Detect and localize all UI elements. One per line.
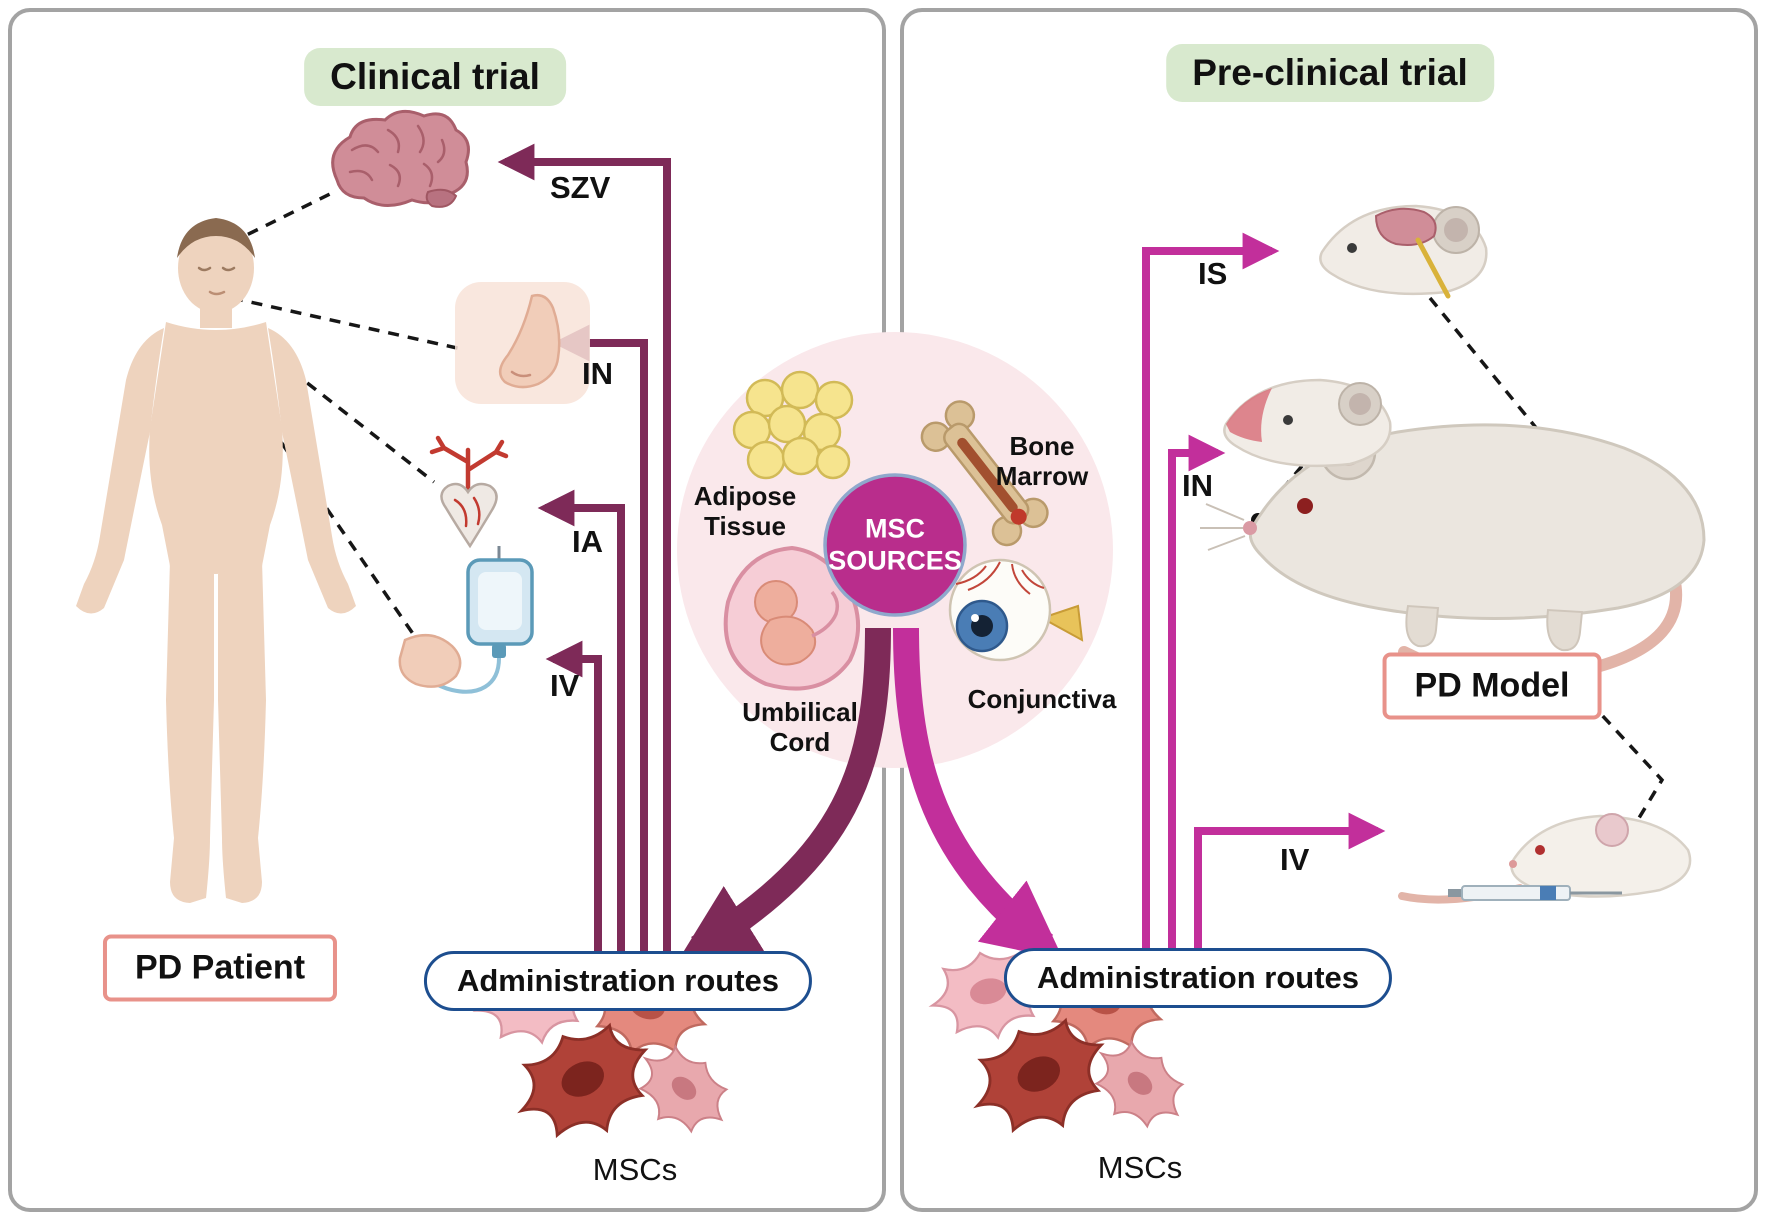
- bone-marrow-icon: [920, 400, 1049, 547]
- iv-route-arrow-preclinical: [1194, 812, 1386, 952]
- preclinical-trial-title: Pre-clinical trial: [1166, 44, 1494, 102]
- is-route-arrow: [1142, 232, 1280, 952]
- route-label-iv-clinical: IV: [550, 668, 580, 703]
- pd-patient-figure: [76, 218, 356, 903]
- route-label-is: IS: [1198, 256, 1228, 291]
- mscs-label-clinical: MSCs: [592, 1152, 678, 1187]
- source-label-umbilical-cord: Umbilical Cord: [742, 697, 858, 757]
- brain-icon: [331, 109, 470, 208]
- msc-sources-label: MSC SOURCES: [828, 513, 962, 576]
- admin-routes-preclinical: Administration routes: [1003, 948, 1393, 1008]
- iv-route-arrow-clinical: [545, 640, 602, 952]
- clinical-trial-title: Clinical trial: [304, 48, 566, 106]
- source-label-adipose-tissue: Adipose Tissue: [693, 481, 797, 541]
- iv-mouse: [1398, 813, 1692, 904]
- route-label-in-clinical: IN: [582, 356, 613, 391]
- route-label-iv-preclinical: IV: [1280, 842, 1310, 877]
- mscs-label-preclinical: MSCs: [1097, 1150, 1183, 1185]
- conjunctiva-icon: [948, 558, 1084, 662]
- nose-icon: [455, 282, 590, 404]
- adipose-tissue-icon: [732, 370, 854, 480]
- heart-vasculature-icon: [429, 435, 509, 549]
- in-mouse-head: [1223, 378, 1392, 468]
- source-label-bone-marrow: Bone Marrow: [995, 431, 1089, 491]
- pd-patient-label: PD Patient: [102, 934, 338, 1002]
- pd-model-label: PD Model: [1382, 652, 1602, 720]
- admin-routes-clinical: Administration routes: [423, 951, 813, 1011]
- route-label-ia: IA: [572, 524, 603, 559]
- route-label-in-preclinical: IN: [1182, 468, 1213, 503]
- source-label-conjunctiva: Conjunctiva: [967, 684, 1117, 715]
- preclinical-route-arrows: [1142, 232, 1386, 952]
- msc-sources-hub: [823, 473, 967, 617]
- route-label-szv: SZV: [550, 170, 611, 205]
- is-mouse-head: [1319, 204, 1488, 299]
- syringe-icon: [1448, 885, 1622, 901]
- szv-route-arrow: [497, 143, 671, 952]
- chest-to-heart-link: [258, 344, 436, 484]
- ia-route-arrow: [537, 489, 625, 952]
- sources-to-preclinical-flow: [893, 627, 1064, 960]
- iv-bag-icon: [398, 546, 534, 694]
- sources-to-clinical-flow: [678, 627, 891, 961]
- in-route-arrow-preclinical: [1168, 434, 1226, 952]
